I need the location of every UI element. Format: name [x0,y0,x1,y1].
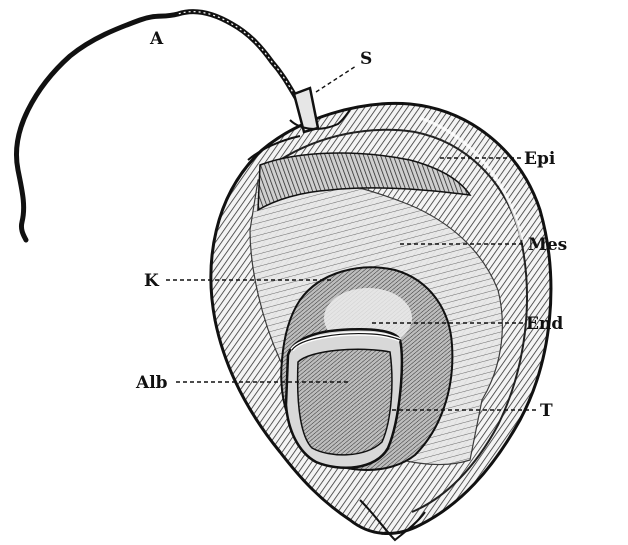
label-T: T [540,401,553,421]
label-A: A [149,29,164,49]
label-End: End [526,314,563,334]
label-K: K [144,271,160,291]
label-Epi: Epi [524,149,556,169]
label-S: S [360,49,372,69]
label-Alb: Alb [135,373,168,393]
label-Mes: Mes [528,235,567,255]
